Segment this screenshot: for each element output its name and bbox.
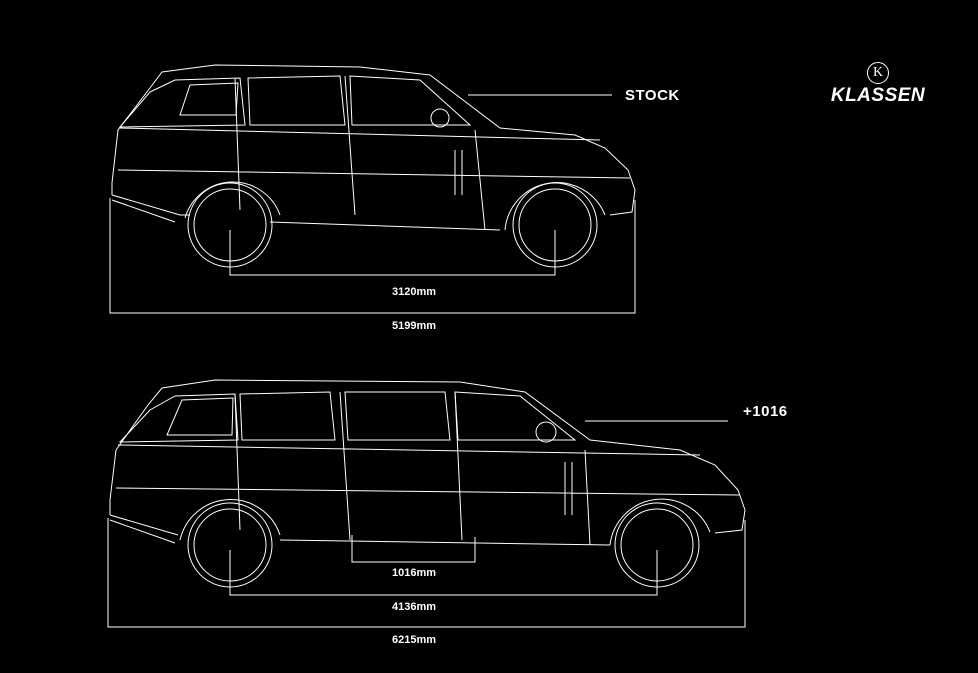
stock-length-label: 5199mm bbox=[391, 320, 437, 332]
extended-label: +1016 bbox=[743, 403, 788, 420]
logo-emblem-icon: K bbox=[867, 62, 889, 84]
logo-wordmark: KLASSEN bbox=[830, 85, 926, 106]
stock-wheelbase-label: 3120mm bbox=[391, 286, 437, 298]
extended-wheelbase-label: 4136mm bbox=[391, 601, 437, 613]
extension-length-label: 1016mm bbox=[391, 567, 437, 579]
klassen-logo: K KLASSEN bbox=[828, 62, 928, 107]
stock-vehicle-outline bbox=[109, 64, 636, 314]
extended-vehicle-outline bbox=[107, 379, 746, 628]
stock-label: STOCK bbox=[625, 87, 680, 104]
extended-length-label: 6215mm bbox=[391, 634, 437, 646]
